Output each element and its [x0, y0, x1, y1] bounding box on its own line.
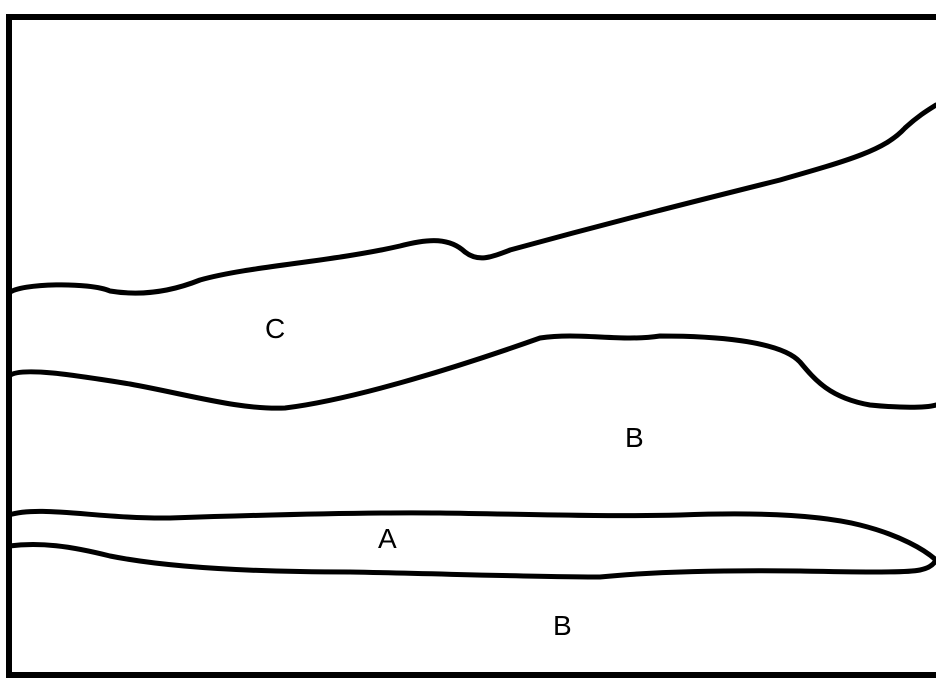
- region-label-b-lower: B: [553, 610, 572, 641]
- region-label-c: C: [265, 313, 285, 344]
- lower-boundary-a: [9, 544, 936, 577]
- upper-boundary-a: [9, 511, 936, 560]
- region-label-a: A: [378, 523, 397, 554]
- region-label-b-upper: B: [625, 422, 644, 453]
- boundary-c-b: [9, 336, 936, 408]
- upper-boundary-c: [9, 105, 936, 293]
